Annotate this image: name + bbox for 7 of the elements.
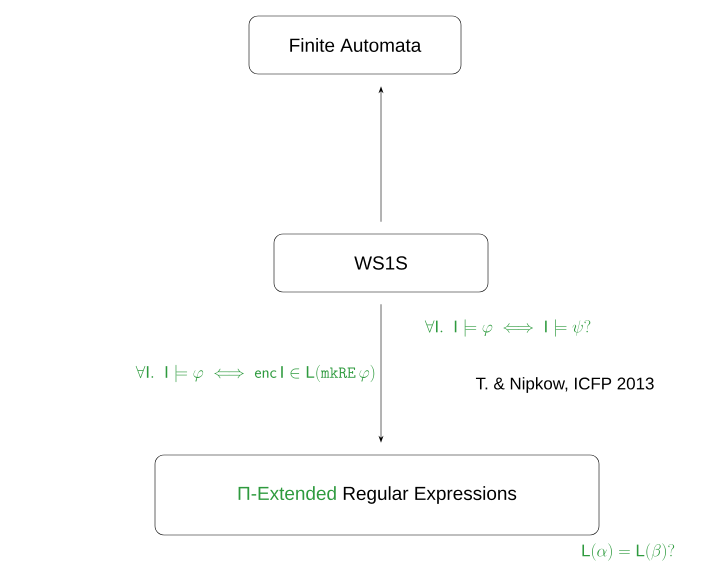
process-box: WS1S [274,234,488,292]
edge-label: $\forall \mathrm{I}.\ \ \mathrm{I} \models \varphi \iff \mathsf{enc}\,\mathrm{I} \in \mathrm{L}(\mathtt{mkRE}\,\varphi)$ [136,364,374,382]
formula-label: $\forall \mathrm{I}.\ \ \mathrm{I} \models \varphi \iff \mathrm{I} \models \psi?$ [424,319,590,337]
process-box: Finite Automata [248,16,462,74]
citation-text: T. & Nipkow, ICFP 2013 [476,377,654,393]
process-box: Π-Extended Regular Expressions [154,454,600,536]
formula-label: $\mathrm{L}(\alpha) = \mathrm{L}(\beta)?$ [582,543,674,561]
